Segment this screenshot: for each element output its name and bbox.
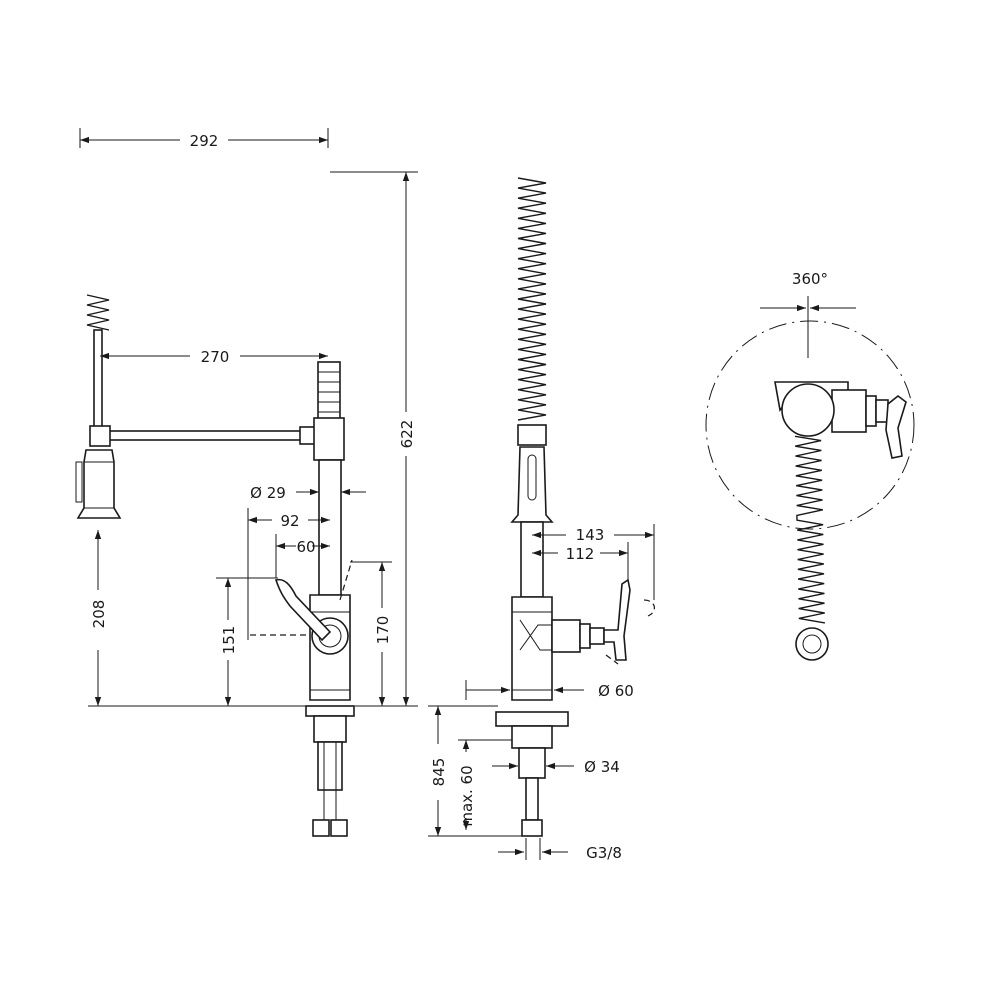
- front-spray-arm: [103, 430, 305, 441]
- dim-total-height: 622: [398, 420, 416, 449]
- side-spray-collar: [517, 424, 547, 446]
- rotation-circle: [705, 320, 915, 530]
- front-mounting-nut: [313, 715, 347, 743]
- dim-side-reach: 143: [576, 526, 605, 544]
- dimension-lines: 292 270 622 Ø 29 92 60 208: [79, 128, 856, 862]
- front-spring-sleeve: [317, 361, 341, 421]
- top-spray-head: [795, 627, 829, 661]
- side-valve-cap: [589, 627, 605, 645]
- top-coil-spring: [794, 435, 826, 624]
- top-valve-ring: [865, 395, 877, 427]
- front-spray-collar: [89, 425, 111, 447]
- side-lever: [603, 578, 631, 661]
- dim-rotation: 360°: [792, 270, 828, 288]
- dim-side-lever-reach: 112: [566, 545, 595, 563]
- dim-lever-height: 151: [220, 626, 238, 655]
- dim-overall-width: 292: [190, 132, 219, 150]
- dim-spout-height: 208: [90, 600, 108, 629]
- front-upper-body: [313, 417, 345, 461]
- side-base-flange: [495, 711, 569, 727]
- side-column: [520, 521, 544, 598]
- side-valve-ring: [579, 623, 591, 649]
- dim-lever-offset: 60: [296, 538, 315, 556]
- front-lever: [274, 578, 332, 642]
- front-hose-nut-right: [330, 819, 348, 837]
- dim-base-diameter: Ø 60: [598, 682, 634, 700]
- side-valve-housing: [551, 619, 581, 653]
- side-coil-spring: [517, 177, 547, 421]
- dim-lever-reach: 92: [280, 512, 299, 530]
- dim-below-counter: 845: [430, 758, 448, 787]
- dim-max-counter-thickness: max. 60: [458, 765, 476, 826]
- front-spray-rod: [93, 329, 103, 429]
- dim-shank-diameter: Ø 34: [584, 758, 620, 776]
- side-hose-nut: [521, 819, 543, 837]
- dim-spout-reach: 270: [201, 348, 230, 366]
- side-hose: [525, 777, 539, 821]
- front-shank: [317, 741, 343, 791]
- side-mounting-nut: [511, 725, 553, 749]
- side-shank: [518, 747, 546, 779]
- top-view: [705, 320, 915, 661]
- dim-body-height: 170: [374, 616, 392, 645]
- side-view: [495, 177, 655, 837]
- top-spout-base: [781, 383, 835, 437]
- front-view: [75, 294, 355, 837]
- front-hose-nut-left: [312, 819, 330, 837]
- front-coil-spring: [86, 294, 110, 331]
- front-spray-head: [76, 449, 122, 519]
- top-lever: [885, 394, 907, 459]
- front-base-flange: [305, 705, 355, 717]
- dim-spout-diameter: Ø 29: [250, 484, 286, 502]
- front-column: [318, 459, 342, 596]
- dim-connection-thread: G3/8: [586, 844, 622, 862]
- side-spray-head: [510, 446, 554, 523]
- top-valve-housing: [831, 389, 867, 433]
